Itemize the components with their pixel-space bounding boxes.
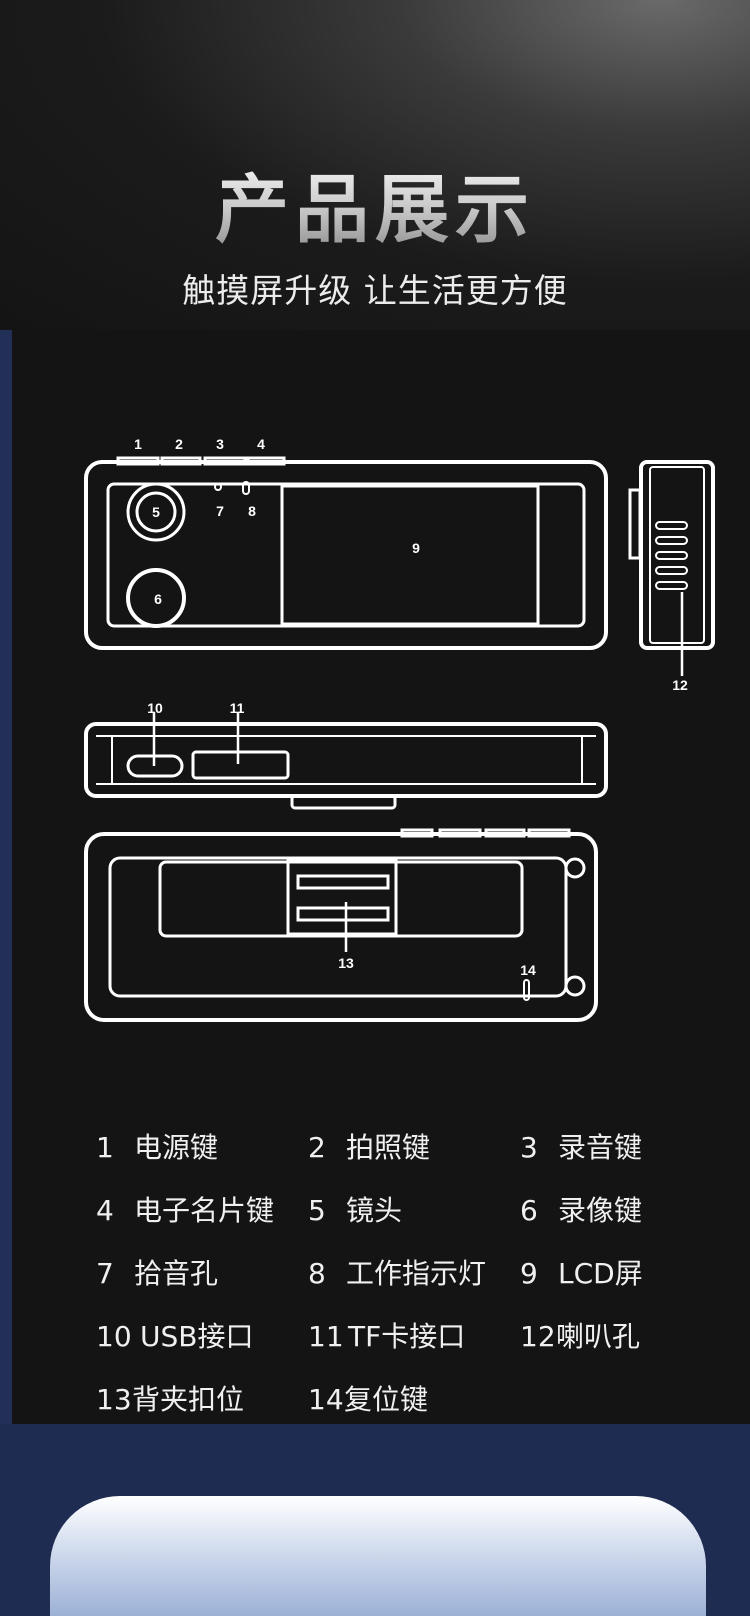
page-subtitle: 触摸屏升级 让生活更方便 bbox=[182, 271, 568, 310]
device-body-back bbox=[84, 832, 598, 1022]
callout-13: 13 bbox=[338, 955, 354, 971]
speaker-slot bbox=[655, 536, 688, 545]
back-view bbox=[84, 828, 598, 1022]
device-body-side bbox=[639, 460, 715, 650]
lcd-screen bbox=[280, 484, 540, 626]
screw-top bbox=[564, 857, 586, 879]
screw-bottom bbox=[564, 975, 586, 997]
clip-slot bbox=[296, 874, 390, 890]
lens-inner bbox=[135, 491, 177, 533]
side-inner-frame bbox=[649, 466, 705, 644]
header-background bbox=[0, 0, 750, 330]
lens-outer bbox=[126, 482, 186, 542]
callout-4: 4 bbox=[257, 436, 265, 452]
back-clip-side bbox=[628, 488, 642, 560]
clip-edge-shape bbox=[290, 794, 397, 810]
reset-hole bbox=[523, 979, 530, 1001]
product-diagram: 1 2 3 4 5 6 7 8 9 10 11 12 13 14 bbox=[84, 436, 715, 1022]
callout-3: 3 bbox=[216, 436, 224, 452]
callout-6: 6 bbox=[154, 591, 162, 607]
front-inner-frame bbox=[106, 482, 586, 628]
device-body-bottom bbox=[84, 722, 608, 798]
callout-12: 12 bbox=[672, 677, 688, 693]
callout-5: 5 bbox=[152, 504, 160, 520]
clip-slot bbox=[296, 906, 390, 922]
callout-14: 14 bbox=[520, 962, 536, 978]
callout-11: 11 bbox=[230, 700, 245, 716]
next-section-card bbox=[50, 1496, 706, 1616]
device-body-front bbox=[84, 460, 608, 650]
mic-hole bbox=[214, 483, 222, 491]
page-title: 产品展示 bbox=[0, 150, 750, 257]
indicator-light bbox=[242, 481, 250, 495]
callout-9: 9 bbox=[412, 540, 420, 556]
callout-1: 1 bbox=[134, 436, 142, 452]
tf-slot-shape bbox=[191, 750, 290, 780]
speaker-slot bbox=[655, 551, 688, 560]
left-accent-strip bbox=[0, 330, 12, 1424]
back-clip-base bbox=[158, 860, 524, 938]
legend-item: 14复位键 bbox=[308, 1383, 429, 1416]
back-clip-center bbox=[286, 858, 398, 936]
bottom-view bbox=[84, 712, 608, 810]
front-view bbox=[84, 456, 608, 650]
callout-10: 10 bbox=[147, 700, 163, 716]
callout-8: 8 bbox=[248, 503, 256, 519]
speaker-slot bbox=[655, 521, 688, 530]
side-view bbox=[628, 460, 715, 676]
video-button-shape bbox=[126, 568, 186, 628]
callout-2: 2 bbox=[175, 436, 183, 452]
speaker-slot bbox=[655, 566, 688, 575]
legend-item: 12喇叭孔 bbox=[520, 1320, 641, 1353]
back-inner-frame bbox=[108, 856, 568, 998]
legend-item: 13背夹扣位 bbox=[96, 1383, 245, 1416]
callout-7: 7 bbox=[216, 503, 224, 519]
speaker-slot bbox=[655, 581, 688, 590]
